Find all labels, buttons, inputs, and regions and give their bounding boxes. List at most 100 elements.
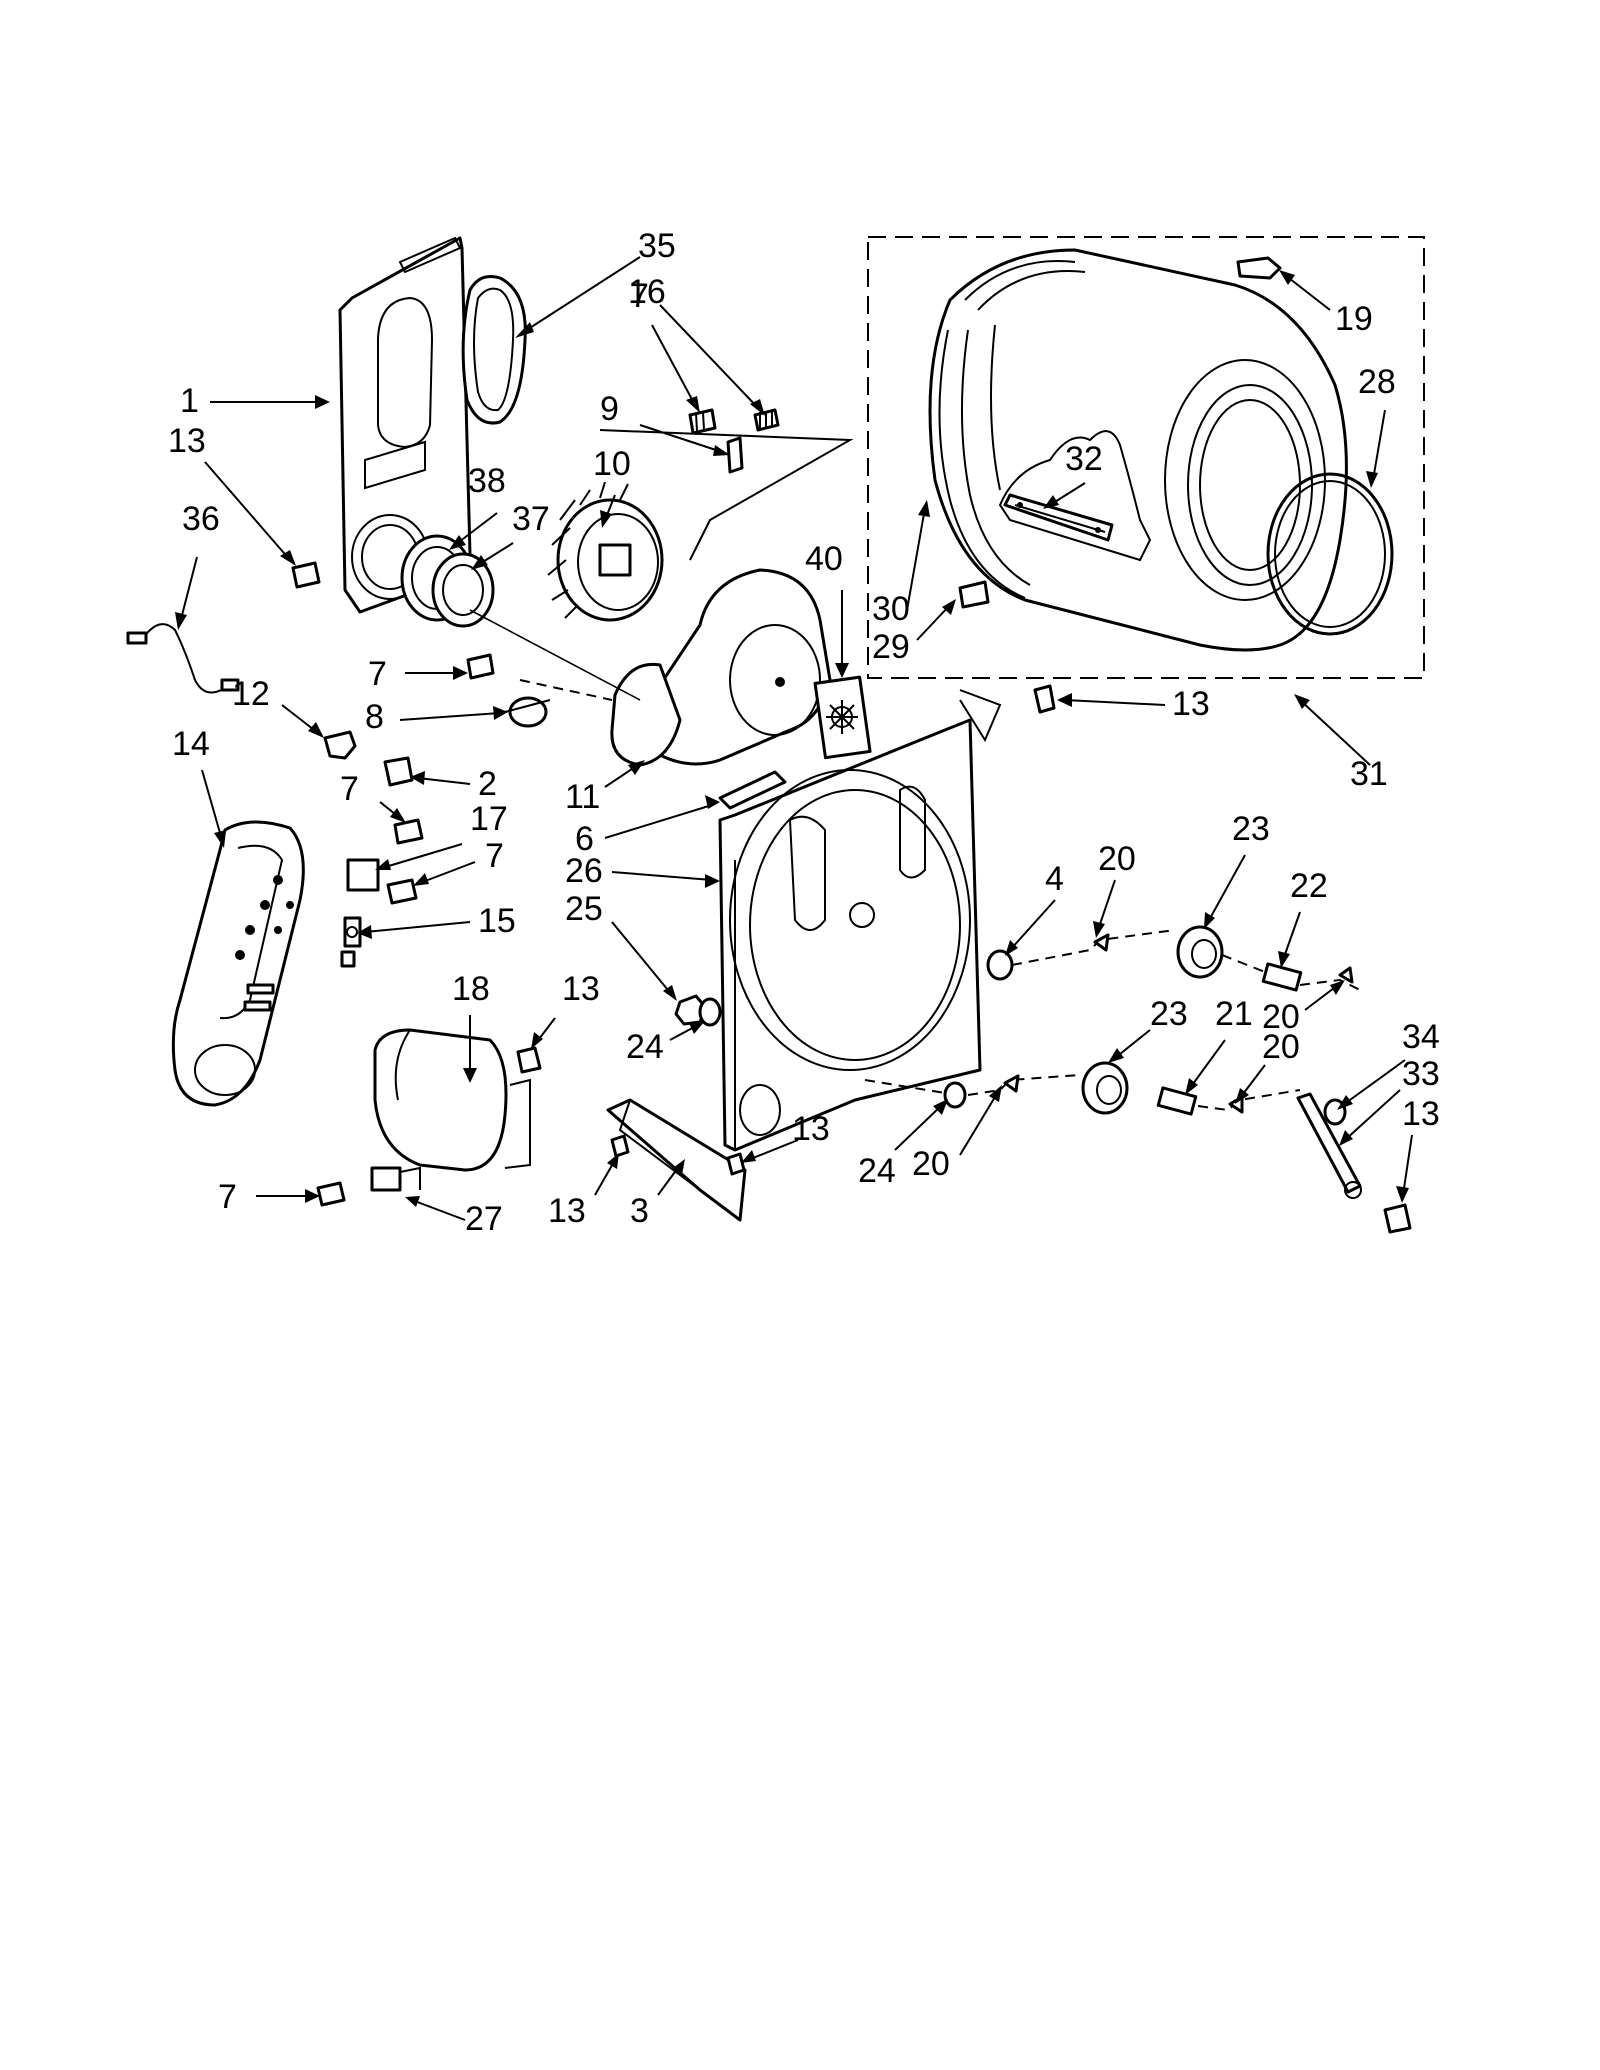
callout-1: 1 [180, 382, 199, 420]
callout-13: 13 [562, 970, 600, 1008]
callout-18: 18 [452, 970, 490, 1008]
part-23-roller-lower [1081, 1061, 1129, 1115]
callout-12: 12 [232, 675, 270, 713]
callout-13: 13 [168, 422, 206, 460]
part-20-clip-c [1003, 1074, 1020, 1093]
part-21-axle [1156, 1086, 1198, 1116]
part-24-washer-b [943, 1081, 967, 1109]
part-7-screw-15 [386, 878, 418, 905]
callout-9: 9 [600, 390, 619, 428]
part-13-screw-frame [1033, 684, 1056, 714]
part-1-rear-panel [338, 236, 472, 614]
part-13-screw-18 [516, 1046, 542, 1074]
part-11-blower-housing [610, 568, 832, 767]
callout-7: 7 [368, 655, 387, 693]
callout-10: 10 [593, 445, 631, 483]
part-16-screw [753, 408, 780, 432]
part-23-roller-upper [1176, 925, 1224, 979]
callout-32: 32 [1065, 440, 1103, 478]
part-32-baffle [1003, 493, 1114, 542]
part-29-screw [958, 580, 990, 609]
part-20-clip-a [1093, 933, 1110, 952]
callout-20: 20 [1262, 1028, 1300, 1066]
callout-20: 20 [912, 1145, 950, 1183]
callout-2: 2 [478, 765, 497, 803]
part-27-terminal [370, 1166, 421, 1192]
callout-13: 13 [1172, 685, 1210, 723]
callout-7: 7 [218, 1178, 237, 1216]
callout-23: 23 [1150, 995, 1188, 1033]
callout-6: 6 [575, 820, 594, 858]
callout-30: 30 [872, 590, 910, 628]
part-9-clip [726, 436, 744, 474]
callout-26: 26 [565, 852, 603, 890]
part-7-screw-27 [316, 1181, 346, 1207]
part-28-drive-belt [1266, 472, 1394, 636]
callout-21: 21 [1215, 995, 1253, 1033]
callout-20: 20 [1262, 998, 1300, 1036]
callout-labels: 35 16 7 1 13 9 36 38 10 37 40 7 8 12 2 1… [168, 227, 1440, 1238]
callout-22: 22 [1290, 867, 1328, 905]
part-12-bracket [323, 730, 357, 760]
part-17-bracket [346, 858, 380, 892]
part-19-clip [1236, 256, 1282, 280]
callout-15: 15 [478, 902, 516, 940]
callout-25: 25 [565, 890, 603, 928]
part-7-screw-mid [466, 653, 495, 680]
part-3-bracket [606, 1098, 747, 1222]
callout-35: 35 [638, 227, 676, 265]
part-10-blower-wheel [547, 481, 664, 622]
callout-leaders [175, 256, 1413, 1221]
part-24-washer-a [698, 997, 722, 1027]
callout-7: 7 [630, 277, 649, 315]
part-18-heater [373, 1028, 531, 1172]
callout-7: 7 [340, 770, 359, 808]
part-2-screw [383, 756, 414, 787]
callout-14: 14 [172, 725, 210, 763]
part-33-idler-arm [1296, 1092, 1362, 1199]
callout-29: 29 [872, 628, 910, 666]
part-36-wire-harness [126, 623, 240, 694]
callout-28: 28 [1358, 363, 1396, 401]
part-14-duct [171, 820, 305, 1107]
callout-36: 36 [182, 500, 220, 538]
callout-13: 13 [548, 1192, 586, 1230]
callout-24: 24 [626, 1028, 664, 1066]
part-8-thermostat [504, 696, 551, 728]
part-15-switch [340, 916, 362, 968]
part-13-screw-lower-b [726, 1152, 746, 1176]
callout-19: 19 [1335, 300, 1373, 338]
part-40-label [813, 675, 872, 760]
callout-17: 17 [470, 800, 508, 838]
harness-line-top [599, 429, 854, 561]
callout-37: 37 [512, 500, 550, 538]
callout-31: 31 [1350, 755, 1388, 793]
callout-27: 27 [465, 1200, 503, 1238]
drum-assembly-boundary [867, 236, 1425, 679]
callout-34: 34 [1402, 1018, 1440, 1056]
part-13-screw-idler [1383, 1203, 1412, 1234]
callout-3: 3 [630, 1192, 649, 1230]
callout-13: 13 [792, 1110, 830, 1148]
part-22-axle [1261, 962, 1303, 992]
callout-33: 33 [1402, 1055, 1440, 1093]
callout-20: 20 [1098, 840, 1136, 878]
part-6-slide [718, 770, 787, 810]
callout-11: 11 [565, 778, 600, 816]
part-35-seal [461, 275, 527, 425]
part-13-screw-panel [291, 561, 321, 589]
callout-4: 4 [1045, 860, 1064, 898]
callout-7: 7 [485, 837, 504, 875]
callout-38: 38 [468, 462, 506, 500]
callout-8: 8 [365, 698, 384, 736]
part-7-screw-top [688, 408, 717, 435]
callout-24: 24 [858, 1152, 896, 1190]
part-20-clip-b [1338, 966, 1354, 984]
part-30-drum [928, 248, 1348, 652]
callout-16: 16 [628, 273, 666, 311]
part-13-screw-lower-a [610, 1134, 630, 1158]
callout-13: 13 [1402, 1095, 1440, 1133]
callout-23: 23 [1232, 810, 1270, 848]
part-7-screw-17 [393, 818, 424, 845]
